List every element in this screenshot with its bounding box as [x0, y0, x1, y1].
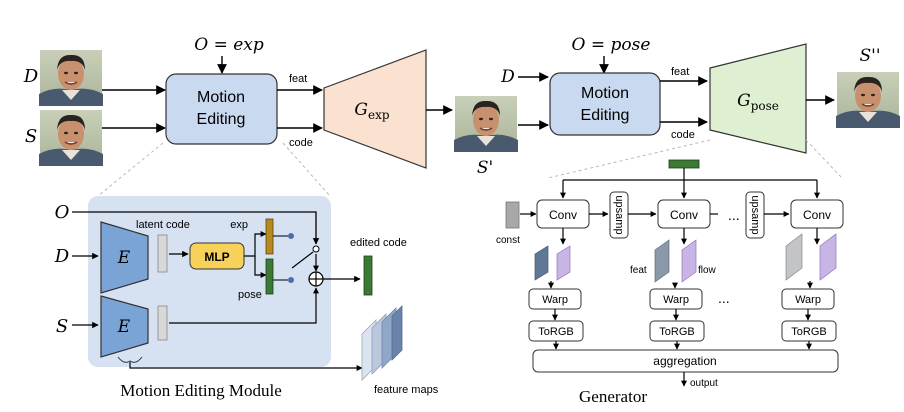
zoom-line-right-a: [547, 139, 711, 179]
aggregation-block: [532, 349, 839, 373]
generator-title: Generator: [579, 387, 647, 406]
top-right-pipeline: O = pose D Motion Editing feat code Gpos…: [500, 35, 901, 154]
s-latent-to-sum-arrow: [169, 287, 319, 324]
operator-label-pose: O = pose: [572, 35, 651, 55]
torgb-3-label: ToRGB: [791, 326, 826, 338]
mlp-label: MLP: [204, 250, 229, 264]
encoder-s-label: E: [117, 317, 131, 337]
output-label: output: [690, 378, 718, 389]
motion-editing-line2: Editing: [197, 111, 246, 128]
exp-switch-dot: [288, 233, 294, 239]
upsample-2-label: upsamp: [749, 195, 761, 234]
edited-code-label: edited code: [350, 237, 407, 249]
input-d-label: D: [23, 66, 39, 87]
torgb-2-label: ToRGB: [659, 326, 694, 338]
ellipsis-top: ...: [728, 207, 740, 223]
aggregation-label: aggregation: [653, 354, 716, 368]
feat-flow-pair-3: [785, 233, 837, 281]
flow-map-3: [819, 233, 837, 281]
edited-code-bar: [363, 255, 373, 296]
zoom-guides: [97, 139, 843, 197]
feat-map-3: [785, 233, 803, 281]
exp-label: exp: [230, 219, 248, 231]
feature-maps-stack: [361, 305, 403, 381]
module-input-o: O: [55, 202, 70, 223]
motion-editing-block-pose: [549, 72, 661, 136]
latent-code-bar-d: [157, 234, 168, 273]
feature-map-4: [391, 305, 403, 361]
flow-map-1: [556, 245, 571, 281]
encoder-d: [100, 221, 149, 294]
warp-1-label: Warp: [542, 294, 568, 306]
flow-map-2: [681, 239, 697, 283]
input-s-label: S: [25, 126, 37, 147]
s-double-prime-label: S'': [860, 46, 881, 66]
motion-editing-pose-line2: Editing: [581, 107, 630, 124]
upsample-block-1: [609, 191, 629, 239]
module-input-s: S: [56, 316, 68, 337]
upsample-1-label: upsamp: [613, 195, 625, 234]
encoder-to-feature-arrow: [129, 362, 363, 371]
o-line-to-switch: [72, 211, 320, 245]
motion-editing-line1: Motion: [197, 89, 245, 106]
warp-3-label: Warp: [795, 294, 821, 306]
latent-code-bar-s: [157, 305, 168, 341]
mlp-to-exp-arrow: [244, 231, 267, 257]
encoder-brace: [117, 356, 143, 363]
conv-2-label: Conv: [670, 208, 698, 222]
driving-face-image: [38, 49, 104, 107]
flow-label: flow: [698, 265, 717, 276]
s-double-prime-face-image: [835, 71, 901, 129]
zoom-line-right-b: [805, 139, 843, 179]
operator-label-exp: O = exp: [194, 35, 264, 55]
motion-editing-module: O D S E E latent code MLP exp pose: [54, 196, 439, 400]
torgb-1-label: ToRGB: [538, 326, 573, 338]
conv-1-label: Conv: [549, 208, 577, 222]
generator-pose-label: Gpose: [737, 91, 779, 113]
const-block: [505, 201, 520, 229]
const-label: const: [496, 235, 520, 246]
top-left-pipeline: O = exp D S Motion Editing feat code Gex…: [23, 35, 519, 178]
switch-lever: [291, 251, 314, 269]
upsample-block-2: [745, 191, 765, 239]
generator-pose-trapezoid: [709, 43, 807, 154]
switch-pivot: [312, 245, 320, 253]
pose-label: pose: [238, 289, 262, 301]
mlp-to-pose-arrow: [254, 256, 267, 278]
edge-code-pose-label: code: [671, 129, 695, 141]
feat-map-2: [654, 239, 670, 283]
warp-2-label: Warp: [663, 294, 689, 306]
pose-switch-dot: [288, 277, 294, 283]
zoom-line-left-b: [282, 142, 331, 197]
s-prime-label: S': [477, 158, 493, 178]
motion-editing-block-exp: [165, 73, 278, 145]
encoder-d-label: E: [117, 248, 131, 268]
input-d-label-pose: D: [500, 67, 515, 87]
s-prime-face-image: [453, 95, 519, 153]
edge-code-label: code: [289, 137, 313, 149]
module-input-d: D: [54, 246, 70, 267]
latent-code-label: latent code: [136, 219, 190, 231]
generator-exp-label: Gexp: [354, 100, 389, 122]
generator-exp-trapezoid: [323, 49, 427, 169]
generator-code-bar: [668, 159, 700, 169]
conv-3-label: Conv: [803, 208, 831, 222]
source-face-image: [38, 109, 104, 167]
feat-map-1: [534, 245, 549, 281]
edge-feat-pose-label: feat: [671, 66, 689, 78]
feat-flow-pair-2: [654, 239, 697, 283]
ellipsis-bottom: ...: [718, 290, 730, 306]
encoder-s: [100, 295, 149, 358]
exp-code-bar: [265, 218, 274, 255]
pose-code-bar: [265, 258, 274, 295]
generator-module: const Conv Conv Conv upsamp ... upsamp f…: [496, 159, 844, 406]
module-title: Motion Editing Module: [120, 381, 282, 400]
feature-maps-label: feature maps: [374, 384, 439, 396]
zoom-line-left-a: [97, 142, 164, 197]
feat-label: feat: [630, 265, 647, 276]
edge-feat-label: feat: [289, 73, 307, 85]
feat-flow-pair-1: [534, 245, 571, 281]
motion-editing-pose-line1: Motion: [581, 85, 629, 102]
